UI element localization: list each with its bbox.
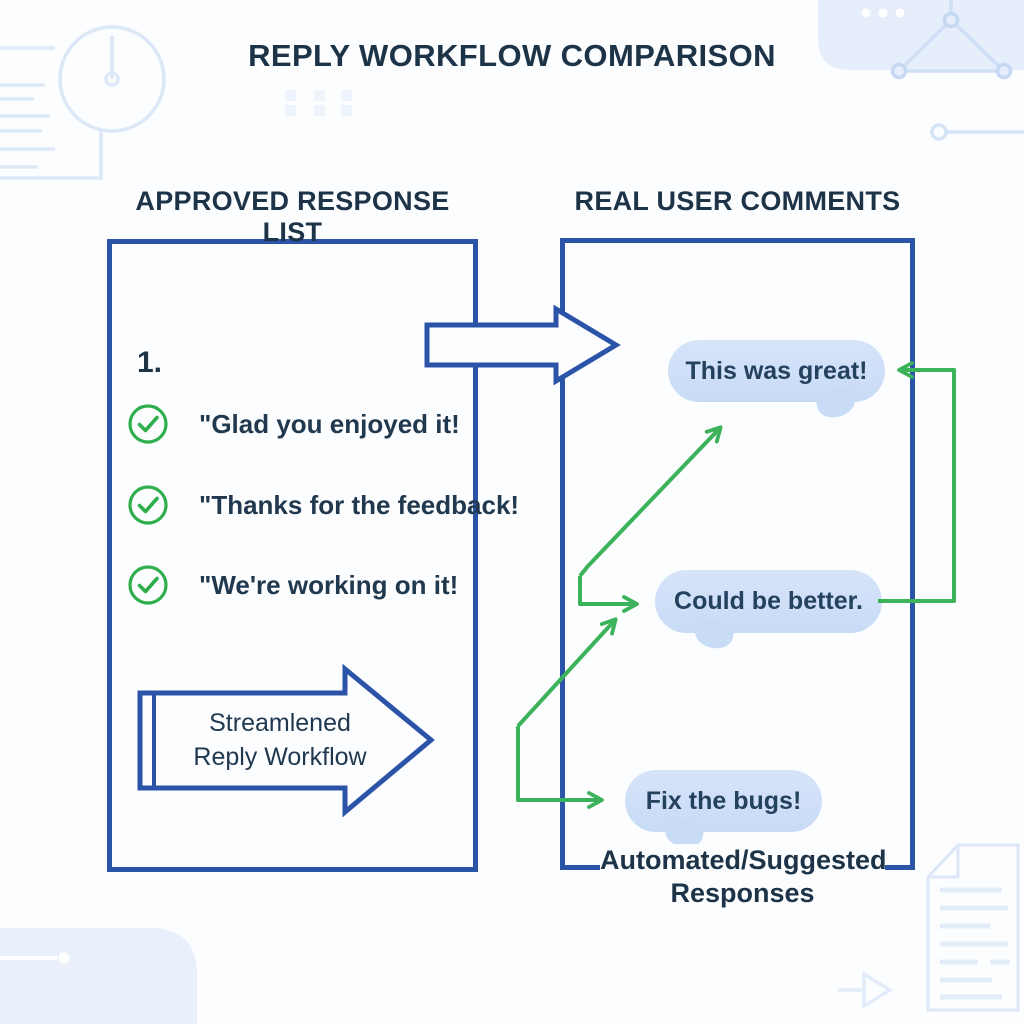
comment-bubble: This was great! <box>668 340 885 402</box>
slider-line-icon <box>0 952 70 964</box>
dots-grid-icon <box>285 90 352 116</box>
automated-responses-line2: Responses <box>670 878 815 908</box>
automated-responses-line1: Automated/Suggested <box>600 845 887 875</box>
workflow-arrow-label: Streamlened Reply Workflow <box>150 706 410 774</box>
approved-response-text: "Thanks for the feedback! <box>199 489 520 520</box>
automated-responses-label: Automated/Suggested Responses <box>600 844 887 910</box>
approved-response-panel <box>107 239 478 872</box>
comment-bubble: Could be better. <box>655 570 882 633</box>
network-triangle-icon <box>890 0 1013 80</box>
check-circle-icon <box>128 485 168 525</box>
node-line-icon <box>930 123 1024 141</box>
list-lines-icon <box>0 46 55 169</box>
check-circle-icon <box>128 404 168 444</box>
comment-bubble: Fix the bugs! <box>625 770 822 832</box>
document-icon <box>926 843 1020 1012</box>
card-shape <box>0 928 197 1024</box>
list-item: "Thanks for the feedback! <box>127 483 519 527</box>
list-item: "Glad you enjoyed it! <box>127 402 460 446</box>
check-circle-icon <box>128 565 168 605</box>
list-number: 1. <box>137 346 163 379</box>
workflow-arrow-label-line1: Streamlened <box>209 709 351 737</box>
page-title: REPLY WORKFLOW COMPARISON <box>248 38 776 73</box>
ellipsis-dots-icon <box>861 8 905 18</box>
workflow-arrow-label-line2: Reply Workflow <box>193 743 367 771</box>
approved-response-text: "Glad you enjoyed it! <box>199 408 460 439</box>
clock-icon <box>0 25 166 180</box>
right-panel-header: REAL USER COMMENTS <box>574 186 901 216</box>
approved-response-text: "We're working on it! <box>199 569 459 600</box>
arrow-right-icon <box>838 970 894 1010</box>
left-panel-header: APPROVED RESPONSE LIST <box>135 186 450 247</box>
card-shape <box>818 0 1024 70</box>
list-item: "We're working on it! <box>127 563 458 607</box>
